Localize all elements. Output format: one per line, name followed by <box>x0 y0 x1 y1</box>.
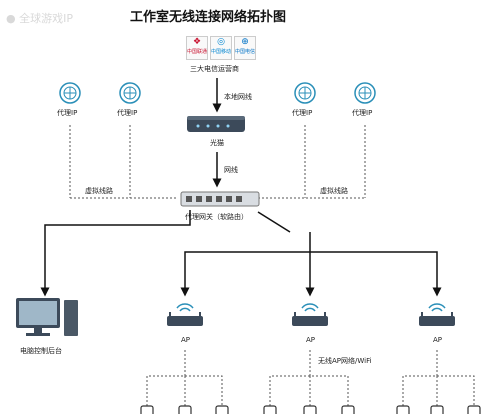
proxy-ip-icon <box>59 82 81 104</box>
phone-icon <box>140 405 154 414</box>
virtual-line-left-label: 虚拟线路 <box>85 187 113 195</box>
diagram-title: 工作室无线连接网络拓扑图 <box>130 10 287 25</box>
phone-icon <box>263 405 277 414</box>
proxy-ip-label-4: 代理IP <box>352 109 373 117</box>
carriers-label: 三大电信运营商 <box>190 65 239 73</box>
gateway-switch-icon <box>180 191 260 207</box>
phone-icon <box>396 405 410 414</box>
proxy-ip-icon <box>294 82 316 104</box>
optical-modem-icon <box>187 116 245 132</box>
wifi-ap-icon <box>167 303 203 326</box>
net-line-label: 网线 <box>224 166 238 174</box>
proxy-ip-label-1: 代理IP <box>57 109 78 117</box>
wireless-label: 无线AP网络/WiFi <box>318 357 372 365</box>
desktop-computer-icon <box>16 298 78 336</box>
china-telecom-logo: ⊕中国电信 <box>234 36 256 60</box>
phone-icon <box>178 405 192 414</box>
watermark: ● 全球游戏IP <box>6 12 73 25</box>
ap-label-1: AP <box>181 336 191 344</box>
china-mobile-logo: ◎中国移动 <box>210 36 232 60</box>
local-line-label: 本地网线 <box>224 93 252 101</box>
virtual-line-right-label: 虚拟线路 <box>320 187 348 195</box>
phone-icon <box>341 405 355 414</box>
proxy-ip-label-2: 代理IP <box>117 109 138 117</box>
proxy-ip-icon <box>354 82 376 104</box>
ap-label-2: AP <box>306 336 316 344</box>
phone-icon <box>303 405 317 414</box>
phone-icon <box>467 405 481 414</box>
proxy-ip-icon <box>119 82 141 104</box>
gateway-label: 代理网关（软路由） <box>185 213 248 221</box>
phone-icon <box>215 405 229 414</box>
wifi-ap-icon <box>419 303 455 326</box>
wifi-ap-icon <box>292 303 328 326</box>
phone-icon <box>430 405 444 414</box>
ap-label-3: AP <box>433 336 443 344</box>
proxy-ip-label-3: 代理IP <box>292 109 313 117</box>
console-label: 电脑控制后台 <box>20 347 62 355</box>
china-unicom-logo: ❖中国联通 <box>186 36 208 60</box>
modem-label: 光猫 <box>210 139 224 147</box>
